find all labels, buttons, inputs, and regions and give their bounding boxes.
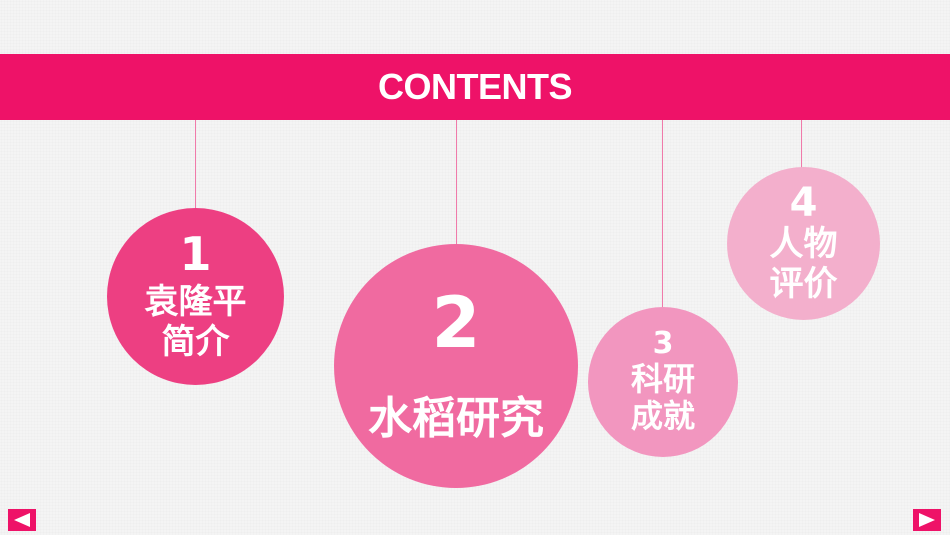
item-number: 1 (179, 227, 212, 282)
item-label-line1: 袁隆平 (144, 282, 247, 323)
item-number: 3 (652, 326, 674, 362)
item-number: 4 (789, 180, 818, 227)
contents-item-2[interactable]: 2 水稻研究 (334, 244, 578, 488)
item-label-line1: 人物 (769, 224, 838, 265)
item-label-line2: 简介 (161, 321, 230, 362)
item-label-line2: 评价 (769, 263, 838, 304)
item-number: 2 (431, 281, 481, 364)
item-label-line2: 成就 (630, 397, 695, 435)
item-label-line1: 科研 (630, 360, 695, 399)
connector-line-3 (662, 120, 663, 310)
connector-line-1 (195, 120, 196, 210)
connector-line-4 (801, 120, 802, 170)
triangle-left-icon (14, 513, 30, 527)
contents-item-3[interactable]: 3 科研 成就 (588, 307, 738, 457)
contents-item-1[interactable]: 1 袁隆平 简介 (107, 208, 284, 385)
next-slide-button[interactable] (913, 509, 941, 531)
page-title: CONTENTS (378, 66, 573, 107)
prev-slide-button[interactable] (8, 509, 36, 531)
contents-item-4[interactable]: 4 人物 评价 (727, 167, 880, 320)
connector-line-2 (456, 120, 457, 246)
header-banner: CONTENTS (0, 54, 950, 120)
item-label-line1: 水稻研究 (368, 392, 544, 444)
triangle-right-icon (919, 513, 935, 527)
